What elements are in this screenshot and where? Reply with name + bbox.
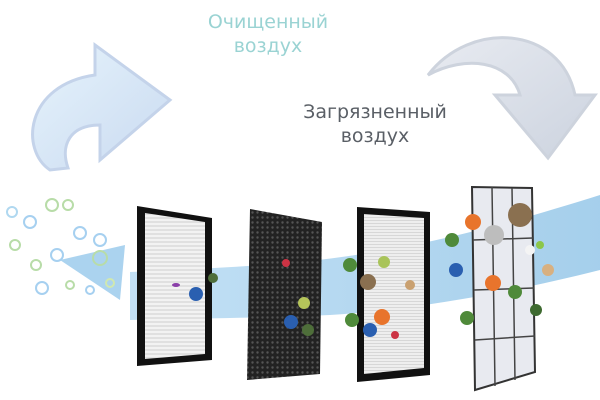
clean-particles	[6, 198, 115, 295]
clean-air-arrow-icon	[31, 42, 173, 172]
clean-air-label-line1: Очищенный	[207, 11, 329, 33]
dirty-air-arrow-icon	[426, 36, 598, 161]
filter-carbon	[247, 209, 322, 380]
filter-mesh	[357, 207, 430, 382]
dirty-air-label-line2: воздух	[340, 125, 410, 147]
clean-air-label: Очищенный воздух	[198, 10, 338, 58]
dirty-air-label: Загрязненный воздух	[295, 100, 455, 148]
pollutant-particles	[172, 203, 554, 339]
clean-air-label-line2: воздух	[233, 35, 303, 57]
dirty-air-label-line1: Загрязненный	[303, 101, 447, 123]
